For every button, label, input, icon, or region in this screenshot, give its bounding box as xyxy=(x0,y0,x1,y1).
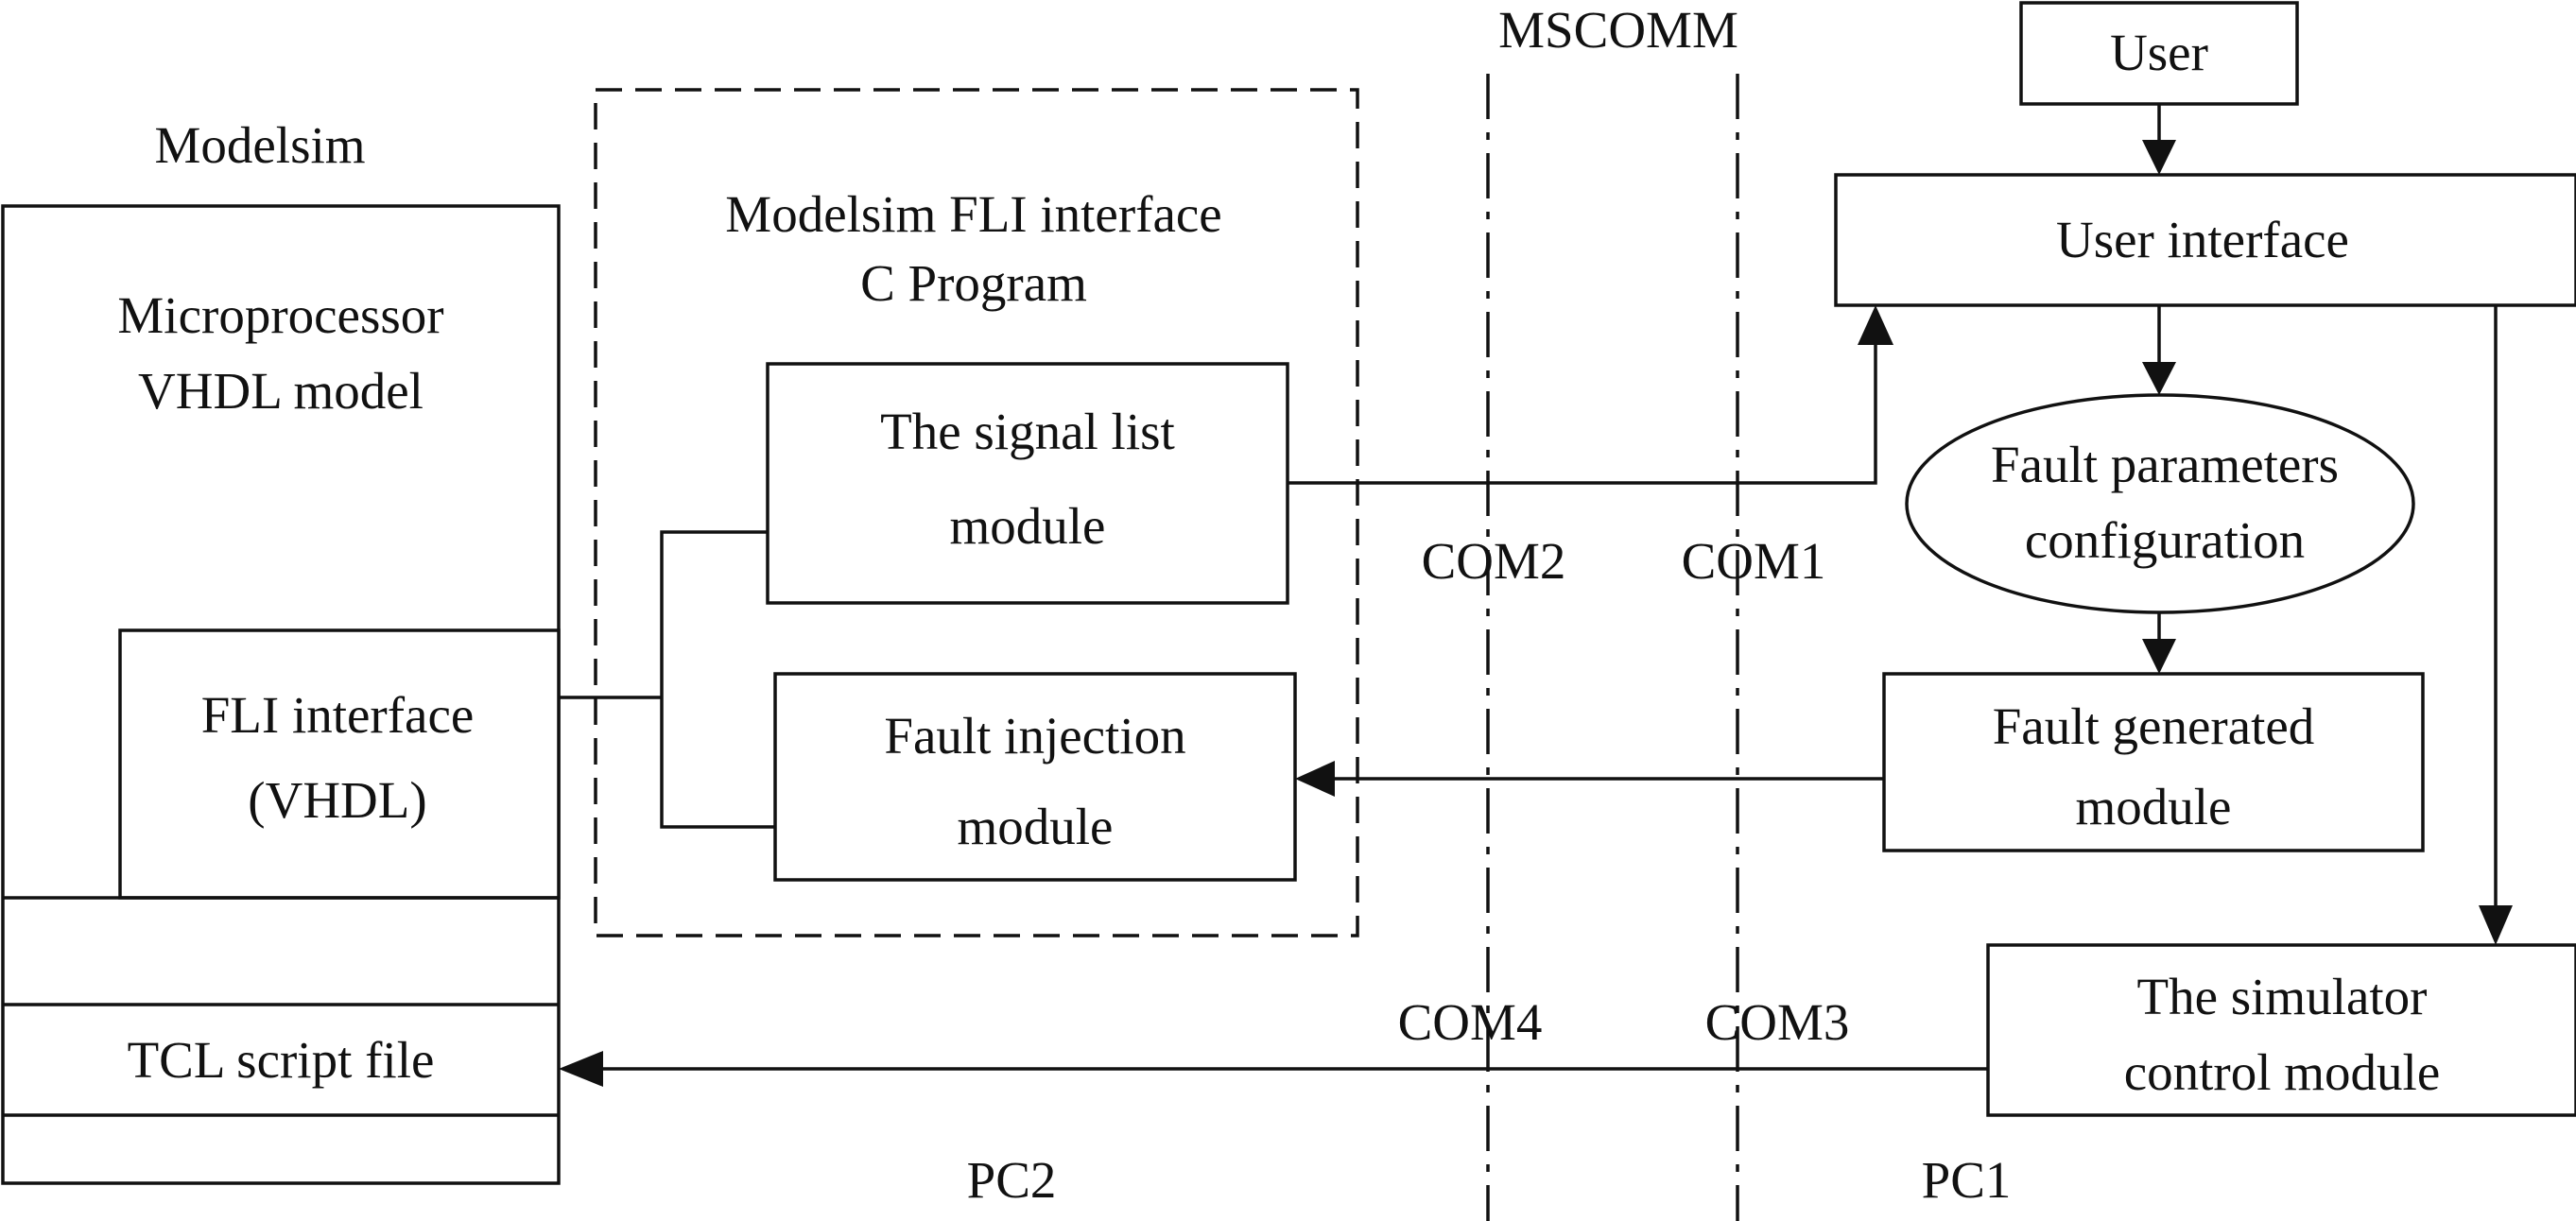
user-interface-label: User interface xyxy=(2056,211,2349,268)
pc2-label: PC2 xyxy=(967,1151,1057,1209)
fli-interface-vhdl-box xyxy=(118,628,561,900)
fault-parameters-label-line2: configuration xyxy=(2025,511,2305,569)
fault-parameters-label-line1: Fault parameters xyxy=(1991,436,2339,493)
microprocessor-label-line2: VHDL model xyxy=(138,362,424,420)
signal-list-label-line1: The signal list xyxy=(880,403,1175,460)
connector-to-signal-list xyxy=(660,530,775,829)
fli-interface-label-line2: (VHDL) xyxy=(248,771,426,829)
fault-injection-label-line2: module xyxy=(958,798,1114,855)
fli-interface-label-line1: FLI interface xyxy=(201,686,475,744)
fli-c-program-label-line2: C Program xyxy=(860,254,1087,312)
com1-label: COM1 xyxy=(1682,532,1826,590)
arrow-generated-to-injection-head xyxy=(1295,761,1335,797)
pc1-label: PC1 xyxy=(1922,1151,2012,1209)
fault-generated-label-line2: module xyxy=(2076,778,2232,835)
simulator-control-label-line1: The simulator xyxy=(2136,968,2427,1025)
arrow-ui-to-params-head xyxy=(2142,362,2176,395)
fault-generated-module-box xyxy=(1882,672,2425,852)
arrow-simulator-to-tcl-head xyxy=(559,1051,603,1087)
fault-generated-label-line1: Fault generated xyxy=(1993,697,2315,755)
com2-label: COM2 xyxy=(1422,532,1566,590)
microprocessor-label-line1: Microprocessor xyxy=(117,286,443,344)
fli-c-program-boundary xyxy=(594,88,1359,937)
simulator-control-label-line2: control module xyxy=(2124,1043,2441,1101)
modelsim-label: Modelsim xyxy=(154,116,365,174)
user-interface-box xyxy=(1834,173,2576,307)
arrow-signal-list-to-ui-head xyxy=(1858,305,1893,345)
arrow-signal-list-to-ui-shaft xyxy=(1288,340,1877,485)
tcl-script-label: TCL script file xyxy=(128,1031,435,1089)
com4-label: COM4 xyxy=(1398,993,1543,1051)
fault-injection-module-box xyxy=(773,672,1297,882)
arrow-ui-to-simulator-head xyxy=(2479,905,2513,945)
mscomm-label: MSCOMM xyxy=(1498,1,1738,59)
user-label: User xyxy=(2110,24,2208,81)
signal-list-label-line2: module xyxy=(950,497,1106,555)
arrow-user-to-ui-head xyxy=(2142,140,2176,175)
fault-injection-label-line1: Fault injection xyxy=(884,707,1185,765)
simulator-control-module-box xyxy=(1986,943,2576,1117)
signal-list-module-box xyxy=(766,362,1289,605)
com3-label: COM3 xyxy=(1705,993,1850,1051)
fault-parameters-ellipse xyxy=(1905,393,2415,614)
arrow-params-to-generated-head xyxy=(2142,639,2176,674)
user-box xyxy=(2019,1,2299,106)
fli-c-program-label-line1: Modelsim FLI interface xyxy=(725,185,1221,243)
